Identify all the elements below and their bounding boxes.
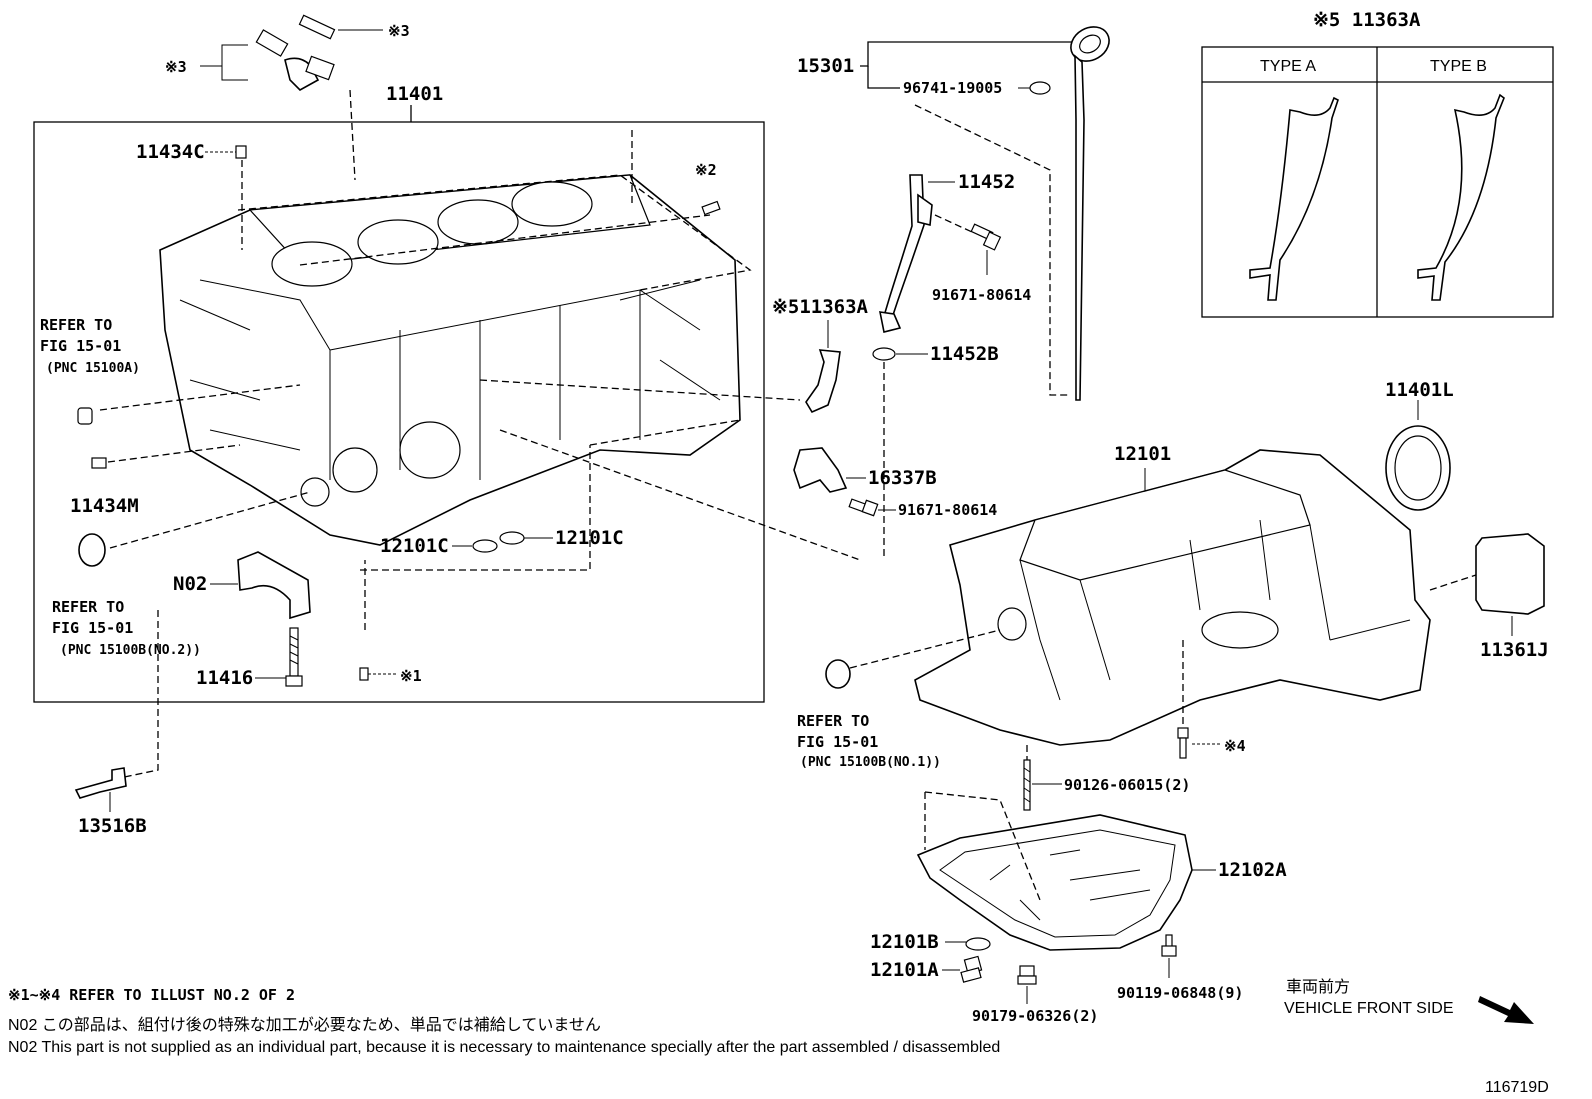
label-ref1[interactable]: ※1 xyxy=(400,667,422,685)
front-side-jp[interactable]: 車両前方 xyxy=(1286,978,1350,996)
pipe-13516B xyxy=(74,767,127,799)
label-11361J[interactable]: 11361J xyxy=(1480,639,1549,661)
figure-id[interactable]: 116719D xyxy=(1485,1079,1549,1096)
cover-11361J xyxy=(1475,533,1545,615)
baffle-type-b xyxy=(1417,93,1505,301)
label-12102A[interactable]: 12102A xyxy=(1218,859,1287,881)
pin-ref2 xyxy=(701,200,721,216)
label-ref3-left[interactable]: ※3 xyxy=(165,58,187,76)
label-15301[interactable]: 15301 xyxy=(797,55,854,77)
bolt-91671-80614-lower xyxy=(848,498,879,517)
label-11416[interactable]: 11416 xyxy=(196,667,253,689)
type-b-header[interactable]: TYPE B xyxy=(1430,58,1487,75)
oil-pan-lower-12102A xyxy=(916,814,1193,951)
refer-note-15100B-no1-line3[interactable]: (PNC 15100B(NO.1)) xyxy=(800,755,941,770)
front-side-en[interactable]: VEHICLE FRONT SIDE xyxy=(1284,1000,1454,1017)
refer-note-15100A-line2[interactable]: FIG 15-01 xyxy=(40,337,121,355)
label-91671-80614-lower[interactable]: 91671-80614 xyxy=(898,501,997,519)
label-11434M[interactable]: 11434M xyxy=(70,495,139,517)
label-96741-19005[interactable]: 96741-19005 xyxy=(903,79,1002,97)
label-12101C-right[interactable]: 12101C xyxy=(555,527,624,549)
label-12101[interactable]: 12101 xyxy=(1114,443,1171,465)
label-91671-80614-upper[interactable]: 91671-80614 xyxy=(932,286,1031,304)
label-11434C[interactable]: 11434C xyxy=(136,141,205,163)
refer-note-15100B-no2-line1[interactable]: REFER TO xyxy=(52,598,124,616)
label-12101C-left[interactable]: 12101C xyxy=(380,535,449,557)
o-ring-12101C-right xyxy=(499,531,525,545)
o-ring-11452B xyxy=(872,347,896,361)
label-90179-06326[interactable]: 90179-06326(2) xyxy=(972,1007,1098,1025)
footer-note-refs[interactable]: ※1~※4 REFER TO ILLUST NO.2 OF 2 xyxy=(8,986,295,1004)
label-N02[interactable]: N02 xyxy=(173,573,207,595)
o-ring-12101C-left xyxy=(472,539,498,553)
gasket-12101B xyxy=(965,937,991,951)
bolt-11416 xyxy=(285,627,303,687)
guide-tube-11452 xyxy=(878,174,933,333)
label-11401L[interactable]: 11401L xyxy=(1385,379,1454,401)
bolt-91671-80614-upper xyxy=(970,223,1002,251)
baffle-type-a xyxy=(1249,96,1339,301)
refer-note-15100B-no2-line3[interactable]: (PNC 15100B(NO.2)) xyxy=(60,643,201,658)
bolt-ref4 xyxy=(1177,727,1189,759)
label-ref4[interactable]: ※4 xyxy=(1224,737,1246,755)
label-11452B[interactable]: 11452B xyxy=(930,343,999,365)
o-ring-15100B-no1 xyxy=(825,659,851,689)
label-16337B[interactable]: 16337B xyxy=(868,467,937,489)
label-90126-06015[interactable]: 90126-06015(2) xyxy=(1064,776,1190,794)
baffle-11363A xyxy=(805,349,841,414)
refer-note-15100B-no2-line2[interactable]: FIG 15-01 xyxy=(52,619,133,637)
footer-note-N02-en[interactable]: N02 This part is not supplied as an indi… xyxy=(8,1039,1000,1056)
stud-90126-06015 xyxy=(1023,759,1031,811)
type-table xyxy=(1201,46,1554,318)
pin-15100A xyxy=(77,407,93,425)
label-11452[interactable]: 11452 xyxy=(958,171,1015,193)
bolt-90119-06848 xyxy=(1161,934,1177,957)
bearing-cap-N02 xyxy=(237,551,311,620)
label-11401[interactable]: 11401 xyxy=(386,83,443,105)
label-11363A[interactable]: ※511363A xyxy=(772,296,869,318)
label-ref2[interactable]: ※2 xyxy=(695,161,717,179)
oil-pan-upper-12101 xyxy=(914,449,1431,746)
front-arrow-icon xyxy=(1478,996,1534,1024)
label-12101B[interactable]: 12101B xyxy=(870,931,939,953)
cylinder-block-frame xyxy=(33,121,765,703)
label-90119-06848[interactable]: 90119-06848(9) xyxy=(1117,984,1243,1002)
label-12101A[interactable]: 12101A xyxy=(870,959,939,981)
refer-note-15100A-line1[interactable]: REFER TO xyxy=(40,316,112,334)
stud-bolt-part xyxy=(255,14,336,91)
bracket-16337B xyxy=(793,447,848,493)
pin-11434M xyxy=(91,457,107,469)
refer-note-15100A-line3[interactable]: (PNC 15100A) xyxy=(46,361,140,376)
cylinder-block-illustration xyxy=(159,174,741,546)
nut-90179-06326 xyxy=(1017,965,1037,985)
refer-note-15100B-no1-line1[interactable]: REFER TO xyxy=(797,712,869,730)
label-type-title[interactable]: ※5 11363A xyxy=(1313,9,1421,31)
refer-note-15100B-no1-line2[interactable]: FIG 15-01 xyxy=(797,733,878,751)
drain-plug-12101A xyxy=(960,955,983,983)
label-13516B[interactable]: 13516B xyxy=(78,815,147,837)
pin-ref1 xyxy=(359,667,369,681)
footer-note-N02-jp[interactable]: N02 この部品は、組付け後の特殊な加工が必要なため、単品では補給していません xyxy=(8,1016,601,1034)
o-ring-96741-19005 xyxy=(1029,81,1051,95)
label-ref3-top[interactable]: ※3 xyxy=(388,22,410,40)
o-ring-15100B-no2 xyxy=(78,533,106,567)
dipstick-15301 xyxy=(1070,26,1110,401)
type-a-header[interactable]: TYPE A xyxy=(1260,58,1316,75)
pin-11434C xyxy=(235,145,247,159)
